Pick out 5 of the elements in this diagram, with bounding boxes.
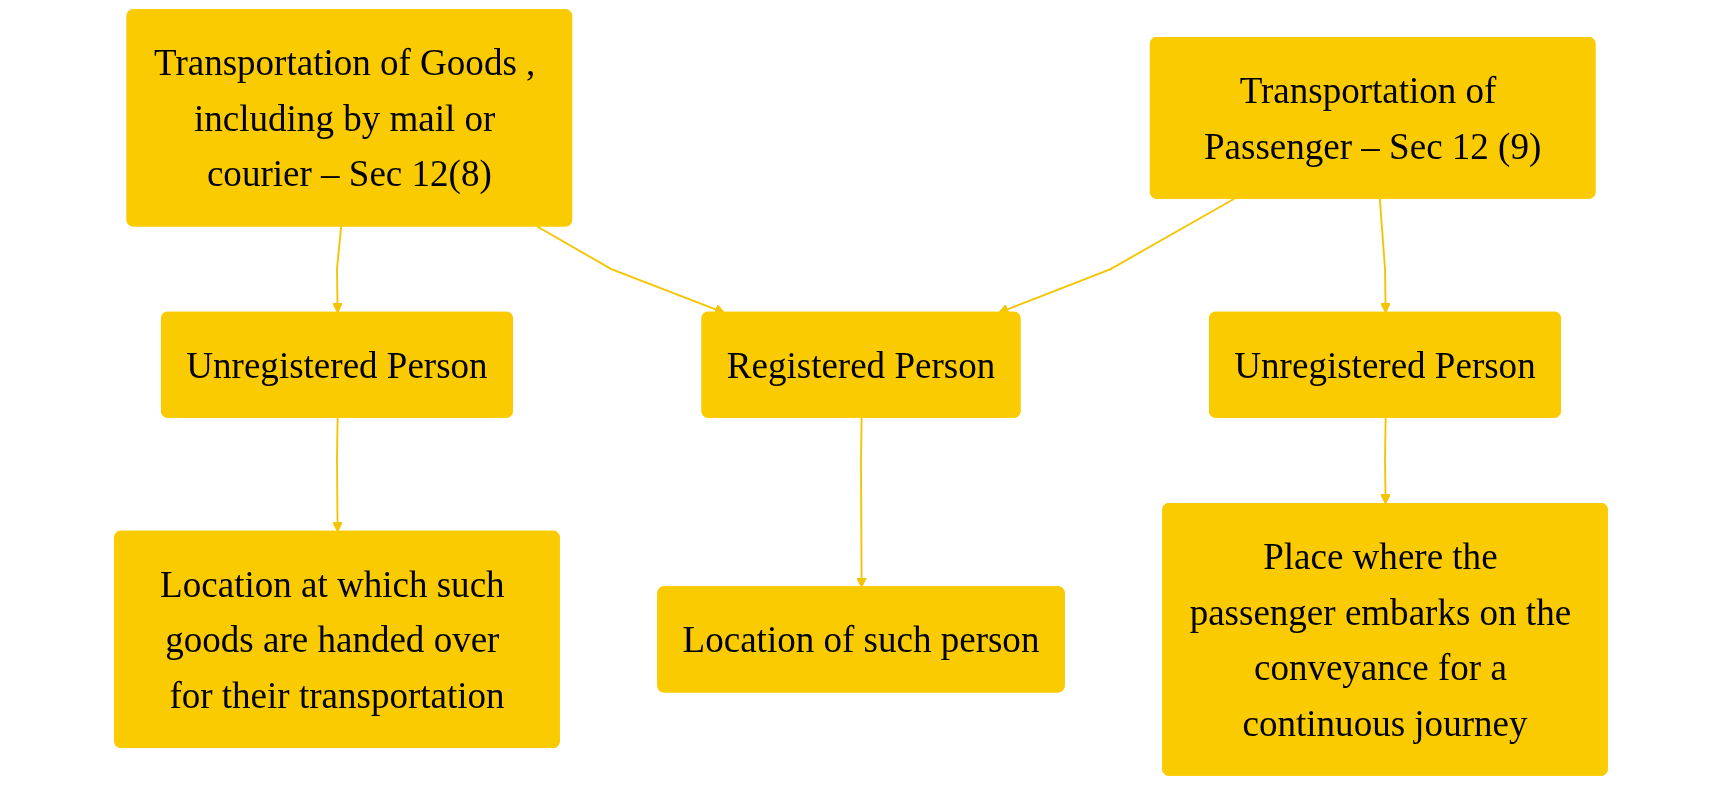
arrow	[332, 225, 343, 314]
arrow	[856, 416, 867, 588]
arrow	[332, 416, 343, 533]
arrow	[1378, 197, 1391, 314]
arrow	[1380, 416, 1391, 505]
